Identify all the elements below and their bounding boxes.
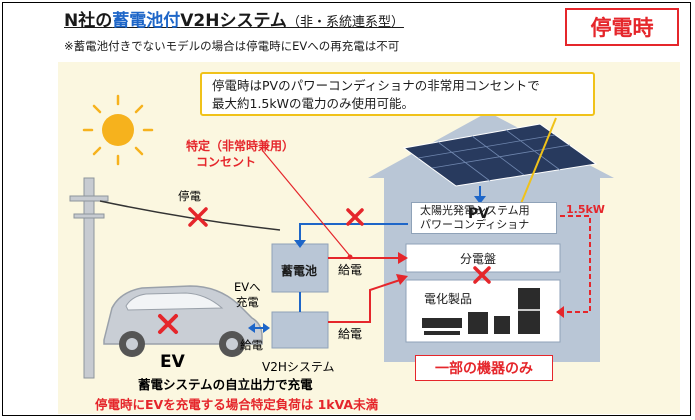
supply-lines	[328, 257, 401, 323]
pv-box-line-2: パワーコンディショナ	[420, 218, 530, 231]
grid-cut-cross-icon	[188, 207, 208, 227]
appliance-icons	[422, 288, 540, 335]
pcs-cut-cross-icon	[346, 208, 364, 226]
distribution-board-label: 分電盤	[460, 252, 497, 266]
ev-charge-line-2: 充電	[235, 295, 259, 309]
utility-pole-icon	[69, 177, 109, 379]
pcs-output-arrow-icon	[556, 306, 564, 318]
callout-line-1: 停電時はPVのパワーコンディショナの非常用コンセントで	[212, 78, 540, 93]
sun-icon	[82, 94, 154, 166]
ev-car-icon	[103, 285, 263, 357]
callout-pointer	[519, 117, 557, 207]
v2h-label: V2Hシステム	[262, 360, 335, 374]
special-outlet-pointer	[261, 149, 351, 257]
ev-charge-line-1: EVへ	[234, 280, 261, 294]
grid-line	[99, 200, 281, 231]
pv-label: PV	[468, 206, 490, 222]
appliances-label: 電化製品	[424, 292, 473, 306]
power-rating-label: 1.5kW	[566, 203, 605, 216]
special-outlet-line-2: コンセント	[196, 155, 257, 169]
grid-outage-label: 停電	[178, 189, 201, 203]
ev-charge-double-arrow-icon	[248, 323, 270, 333]
arrow-to-battery-icon	[294, 240, 306, 248]
caption-line-1: 蓄電システムの自立出力で充電	[138, 377, 313, 392]
outage-badge: 停電時	[565, 8, 679, 46]
ev-label: EV	[160, 352, 185, 372]
caption-line-2: 停電時にEVを充電する場合特定負荷は 1kVA未満	[95, 397, 379, 412]
pv-box-line-1: 太陽光発電システム用	[420, 204, 530, 217]
board-cut-cross-icon	[473, 266, 491, 284]
special-outlet-line-1: 特定（非常時兼用）	[186, 139, 295, 153]
supply-label-1: 給電	[338, 263, 363, 277]
arrow-pv-down-icon	[474, 196, 486, 204]
ev-supply-label: 給電	[240, 338, 263, 352]
page-note: ※蓄電池付きでないモデルの場合は停電時にEVへの再充電は不可	[64, 39, 400, 53]
page-title: N社の蓄電池付V2Hシステム（非・系統連系型）	[64, 6, 404, 31]
v2h-box	[271, 311, 329, 349]
title-highlight: 蓄電池付	[112, 11, 181, 31]
pcs-output-dashed-line	[560, 215, 591, 313]
supply-arrow-1-icon	[398, 252, 408, 264]
callout-box: 停電時はPVのパワーコンディショナの非常用コンセントで 最大約1.5kWの電力の…	[200, 72, 595, 116]
title-brand: N社の	[64, 11, 113, 31]
title-main: V2Hシステム	[180, 11, 287, 31]
special-outlet-label: 特定（非常時兼用） コンセント	[186, 138, 294, 170]
partial-devices-box: 一部の機器のみ	[415, 355, 553, 381]
supply-label-2: 給電	[338, 327, 363, 341]
ev-charge-label: EVへ 充電	[234, 280, 261, 310]
callout-line-2: 最大約1.5kWの電力のみ使用可能。	[212, 96, 414, 111]
ev-cut-cross-icon	[158, 314, 178, 334]
title-sub: （非・系統連系型）	[286, 15, 404, 30]
battery-label: 蓄電池	[281, 264, 318, 278]
supply-arrow-2-icon	[396, 274, 408, 285]
pv-conditioner-box: 太陽光発電システム用 パワーコンディショナ	[411, 202, 557, 234]
